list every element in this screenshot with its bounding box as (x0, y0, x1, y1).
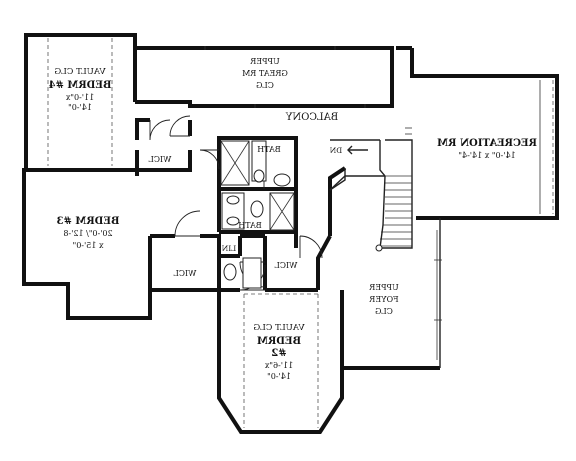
great-rm-line1: UPPER (249, 57, 279, 66)
wall-north (133, 46, 394, 102)
sink-lower (223, 263, 237, 281)
balcony-rail-ticks (204, 46, 366, 108)
door-wicl-top-2 (169, 115, 191, 137)
wall-balcony-top (135, 76, 394, 108)
stair-landing (379, 140, 386, 177)
wicl-mid-label: WICL (173, 269, 197, 278)
lin-label: LIN (221, 244, 236, 253)
great-rm-line3: CLG (256, 81, 274, 90)
labels: VAULT CLG BEDRM #4 11'-0"x 14'-0" UPPER … (48, 57, 536, 381)
recreation-size: 14'-0" x 14'-4" (458, 151, 515, 160)
door-bath-top (199, 149, 220, 170)
door-wicl-mid (174, 210, 201, 237)
bedrm4-name: BEDRM #4 (48, 80, 111, 91)
bedrm2-size2: 14'-0" (267, 372, 291, 381)
bath-mid-label: BATH (238, 221, 262, 230)
wall-wicl-top (135, 118, 150, 140)
door-wicl-right (299, 235, 323, 259)
sink-mid-2 (226, 216, 240, 226)
wall-stair-guard (328, 166, 347, 236)
great-rm-line2: GREAT RM (242, 69, 288, 78)
recreation-name: RECREATION RM (437, 138, 537, 149)
bedrm2-note: VAULT CLG (253, 323, 305, 333)
interior-walls (26, 118, 347, 368)
sink-mid-1 (226, 195, 240, 205)
foyer-line1: UPPER (368, 283, 398, 292)
stair-rail (329, 168, 346, 191)
toilet-mid (250, 200, 264, 218)
wicl-top-label: WICL (148, 155, 172, 164)
balcony-label: BALCONY (285, 112, 338, 123)
bedrm2-num: #2 (271, 348, 286, 359)
bedrm4-size1: 11'-0"x (65, 93, 94, 102)
foyer-ticks (434, 259, 442, 321)
wall-lin (200, 234, 221, 290)
exterior-walls (22, 33, 559, 434)
wall-bedrm2 (217, 290, 440, 434)
wall-wicl-east (137, 150, 192, 172)
stair-rail-curve (329, 175, 385, 191)
foyer-line2: FOYER (368, 295, 398, 304)
foyer-line3: CLG (375, 307, 393, 316)
toilet-top-1 (253, 169, 265, 183)
dn-label: DN (329, 146, 342, 155)
vanity-lower (242, 257, 262, 289)
bedrm2-name: BEDRM (257, 336, 301, 347)
wall-bedrm4-south (26, 150, 139, 172)
wicl-right-label: WICL (274, 261, 298, 270)
bedrm3-size2: x 15'-0" (73, 241, 104, 250)
bath-fixtures (220, 140, 295, 289)
bedrm3-size1: 20'-0"/ 12'-8 (63, 229, 112, 238)
vault-lines (47, 38, 554, 428)
bedrm3-name: BEDRM #3 (56, 216, 119, 227)
door-wicl-top (149, 119, 171, 141)
stair-outline (385, 139, 413, 218)
bedrm4-note: VAULT CLG (54, 67, 106, 77)
bedrm2-size1: 11'-6"x (264, 361, 293, 370)
wall-west (22, 33, 219, 320)
bath-top-label: BATH (257, 145, 281, 154)
bedrm4-size2: 14'-0" (68, 103, 92, 112)
stair-treads (380, 175, 412, 247)
stair (329, 127, 413, 252)
wall-north-east-step (410, 48, 559, 220)
toilet-top-2 (273, 173, 291, 187)
wall-wicl-right-e (316, 235, 332, 290)
